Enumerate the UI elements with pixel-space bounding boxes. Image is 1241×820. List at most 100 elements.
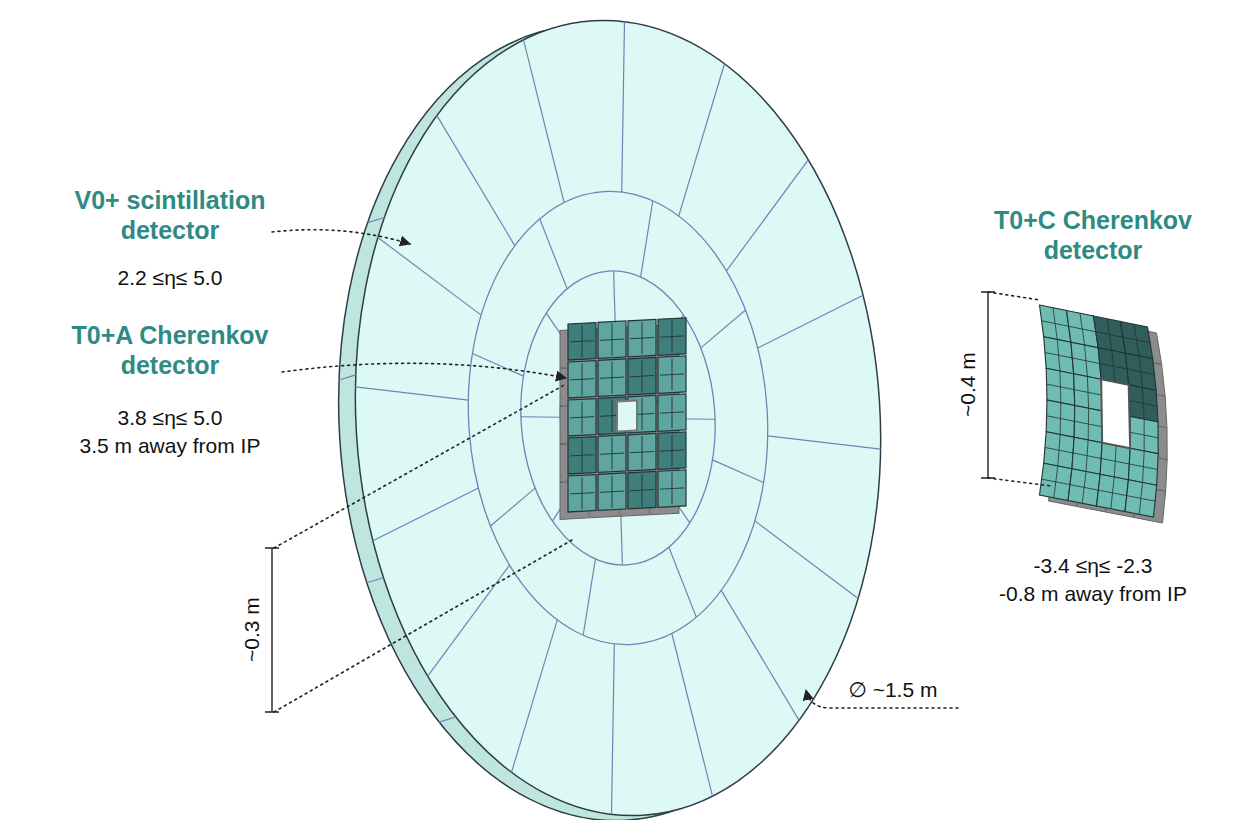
cherenkov-module	[628, 319, 656, 356]
module-grid	[1045, 339, 1072, 371]
segment-line	[601, 644, 625, 814]
cherenkov-module	[1040, 463, 1072, 500]
module-grid	[1045, 434, 1073, 466]
module-grid	[660, 358, 684, 391]
segment-line	[540, 217, 567, 290]
dimension-label: ~0.4 m	[954, 353, 979, 418]
module-face	[658, 394, 686, 431]
cherenkov-module	[1097, 474, 1129, 511]
cherenkov-module	[1072, 437, 1102, 474]
segment-line	[472, 350, 523, 379]
module-face	[598, 359, 626, 396]
cherenkov-module	[1074, 406, 1102, 443]
module-face	[628, 319, 656, 356]
cherenkov-module	[628, 471, 656, 508]
segment-ring	[512, 265, 724, 571]
module-face	[568, 475, 596, 512]
cherenkov-module	[658, 470, 686, 507]
module-grid	[570, 477, 594, 510]
leader-lines	[265, 230, 1052, 712]
module-grid	[1130, 419, 1158, 451]
v0-disk	[315, 4, 905, 820]
cherenkov-module	[1044, 432, 1075, 469]
t0a-array	[560, 318, 686, 520]
module-grid	[1130, 451, 1158, 483]
module-grid	[630, 359, 654, 392]
leader-line	[988, 478, 1052, 486]
segment-line	[768, 429, 881, 456]
segment-line	[669, 64, 734, 216]
cherenkov-module	[658, 432, 686, 469]
cherenkov-module	[568, 323, 596, 360]
module-grid	[1042, 308, 1069, 340]
cherenkov-module	[1129, 385, 1158, 422]
cherenkov-module	[628, 433, 656, 470]
module-face	[598, 321, 626, 358]
cherenkov-module	[568, 475, 596, 512]
segment-line	[713, 457, 764, 486]
cherenkov-module	[598, 321, 626, 358]
module-grid	[1123, 324, 1150, 356]
segment-line	[672, 632, 713, 798]
dimension-line	[265, 548, 279, 712]
segment-line	[611, 22, 635, 192]
module-grid	[1099, 477, 1127, 509]
module-grid	[660, 320, 684, 353]
segment-line	[378, 231, 481, 321]
cherenkov-module	[1068, 469, 1100, 506]
dimension-label: ∅ ~1.5 m	[849, 677, 938, 702]
module-grid	[660, 434, 684, 467]
cherenkov-module	[568, 437, 596, 474]
module-grid	[1042, 466, 1070, 498]
segment-line	[437, 111, 515, 250]
t0c-array	[1040, 305, 1168, 523]
module-face	[628, 471, 656, 508]
module-face	[658, 432, 686, 469]
leader-line	[274, 384, 566, 548]
segment-line	[755, 295, 866, 348]
module-grid	[630, 321, 654, 354]
dimension-label: ~0.3 m	[238, 598, 263, 663]
leader-line	[274, 540, 572, 712]
cherenkov-module	[598, 473, 626, 510]
segment-line	[755, 515, 858, 605]
segment-line	[720, 160, 815, 271]
segment-line	[636, 201, 658, 277]
segment-line	[488, 488, 537, 526]
module-grid	[600, 475, 624, 508]
cherenkov-module	[658, 318, 686, 355]
module-grid	[1075, 408, 1103, 440]
module-face	[658, 318, 686, 355]
segment-line	[502, 620, 567, 772]
cherenkov-module	[1074, 374, 1103, 411]
module-face	[598, 473, 626, 510]
leader-line	[272, 230, 410, 244]
cherenkov-module	[658, 356, 686, 393]
module-grid	[1130, 388, 1158, 420]
disk-face	[332, 4, 905, 820]
module-grid	[1073, 440, 1101, 472]
segment-line	[721, 586, 799, 725]
eta-range: -3.4 ≤η≤ -2.3	[1034, 553, 1153, 578]
detector-title: T0+C Cherenkov detector	[963, 205, 1223, 265]
module-grid	[1047, 403, 1075, 435]
beam-hole	[617, 400, 637, 431]
module-grid	[570, 439, 594, 472]
module-face	[628, 433, 656, 470]
module-grid	[600, 323, 624, 356]
module-grid	[1070, 472, 1098, 504]
module-grid	[1101, 445, 1129, 477]
segment-line	[654, 315, 686, 357]
cherenkov-module	[628, 357, 656, 394]
segment-line	[699, 310, 748, 348]
leader-line	[988, 292, 1040, 300]
segment-line	[421, 565, 516, 676]
module-face	[628, 357, 656, 394]
detector-title: T0+A Cherenkov detector	[40, 320, 300, 380]
module-face	[568, 323, 596, 360]
eta-range: 2.2 ≤η≤ 5.0	[118, 265, 223, 290]
rim-segment	[367, 218, 384, 223]
module-face	[568, 437, 596, 474]
module-face	[568, 399, 596, 436]
segment-ring	[455, 182, 782, 654]
